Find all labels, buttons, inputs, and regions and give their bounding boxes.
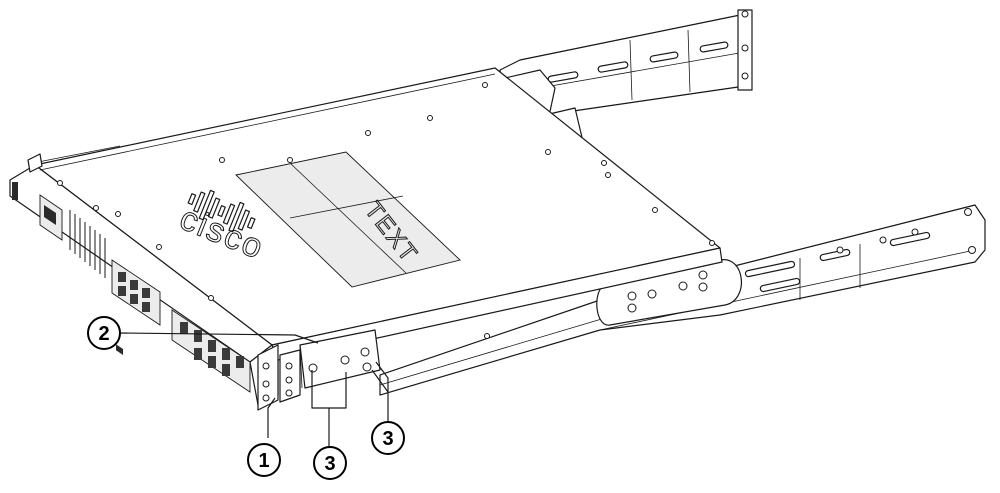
callout-1: 1 — [247, 443, 281, 477]
callout-leaders — [119, 332, 389, 448]
callout-3a: 3 — [313, 446, 347, 480]
callout-2-number: 2 — [98, 323, 109, 345]
callout-1-number: 1 — [258, 450, 269, 472]
front-rack-ear — [257, 344, 301, 411]
cisco-logo-bars — [187, 189, 256, 233]
front-panel — [12, 182, 251, 393]
router-chassis: cisco TEXT — [9, 67, 723, 411]
front-slide-rail — [379, 204, 986, 396]
inner-slide-bracket — [299, 329, 381, 389]
callout-3b: 3 — [371, 421, 405, 455]
callout-3b-number: 3 — [382, 428, 393, 450]
callout-3a-number: 3 — [324, 453, 335, 475]
top-label-area — [235, 151, 461, 288]
callout-2: 2 — [87, 316, 121, 350]
